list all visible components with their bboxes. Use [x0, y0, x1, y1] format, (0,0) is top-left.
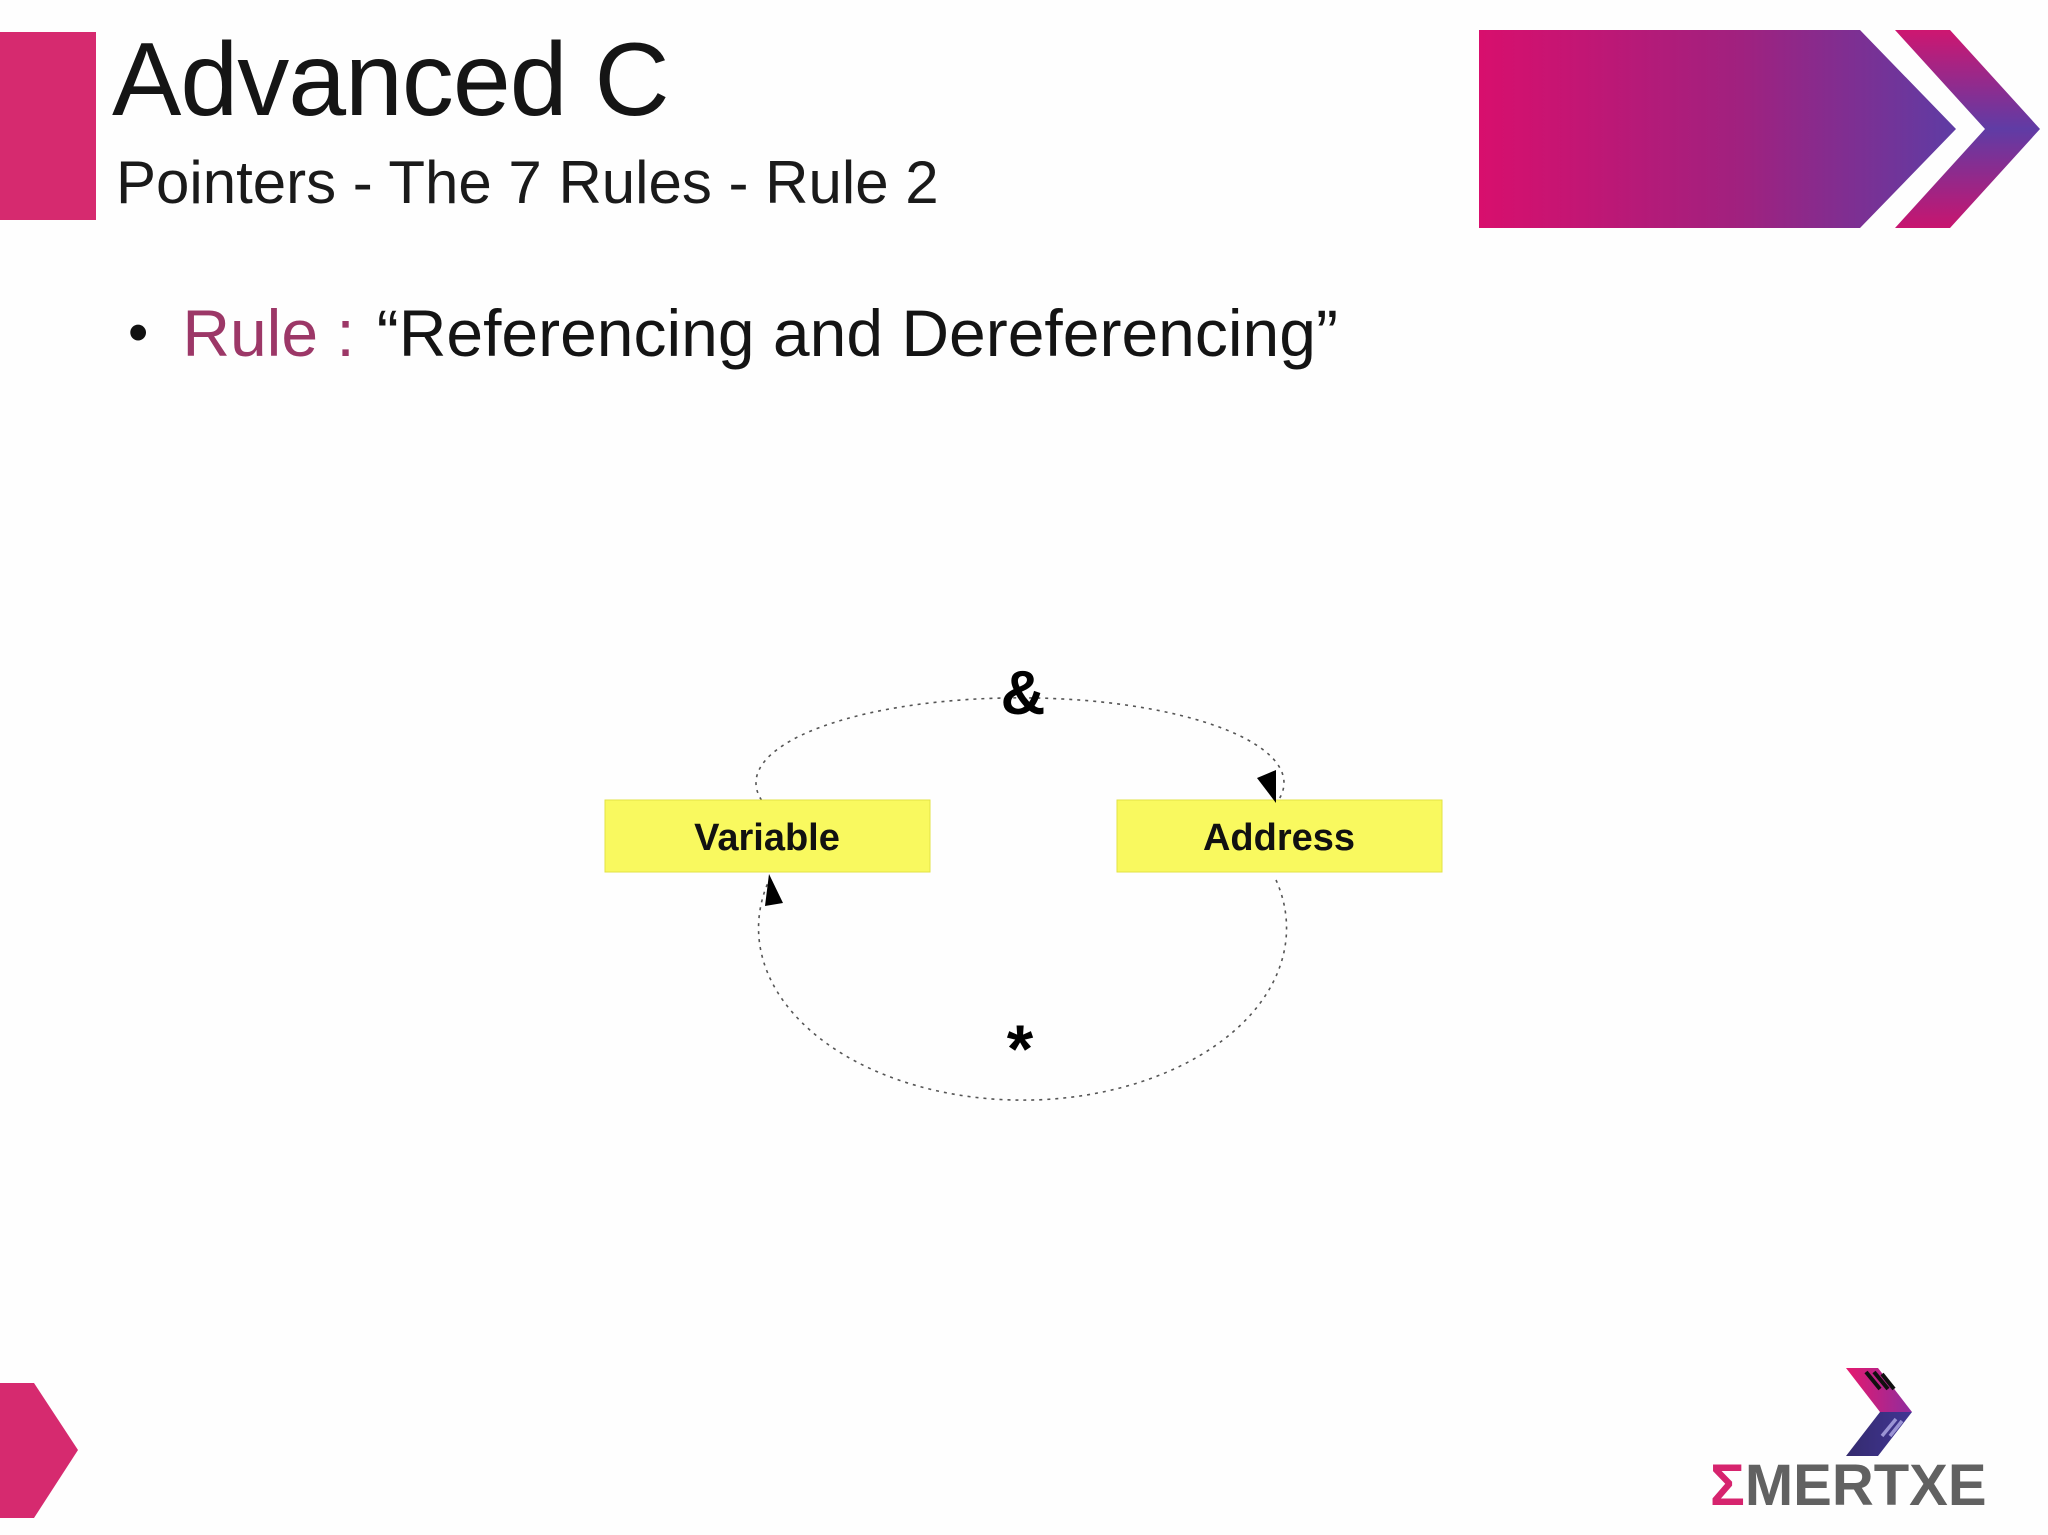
address-box: [1116, 799, 1443, 873]
arrowhead-to-variable: [765, 874, 783, 906]
variable-box-label: Variable: [694, 817, 840, 859]
logo-chevron-icon: [1846, 1368, 1912, 1456]
emertxe-logo: ΣMERTXE: [1710, 1452, 1987, 1519]
logo-name: MERTXE: [1744, 1453, 1987, 1518]
page-subtitle: Pointers - The 7 Rules - Rule 2: [116, 149, 939, 216]
page-title: Advanced C: [112, 22, 670, 138]
arrowhead-to-address: [1257, 770, 1276, 803]
header-banner-arrow: [1479, 30, 1956, 228]
ampersand-operator: &: [1001, 659, 1046, 728]
dereferencing-arc: [757, 877, 1288, 1101]
variable-box: [604, 799, 931, 873]
logo-sigma: Σ: [1710, 1453, 1745, 1518]
header-arrow-graphic: [1479, 30, 2040, 228]
header-chevron-icon: [1895, 30, 2040, 228]
reference-cycle-diagram: Variable Address & *: [604, 659, 1443, 1101]
referencing-arc: [755, 697, 1285, 813]
rule-label: Rule :: [182, 296, 355, 370]
bullet-line: • Rule : “Referencing and Dereferencing”: [128, 294, 1338, 373]
address-box-label: Address: [1203, 817, 1355, 859]
bullet-icon: •: [128, 300, 149, 365]
asterisk-operator: *: [1007, 1011, 1034, 1087]
footer-accent-pentagon: [0, 1383, 78, 1518]
rule-text: “Referencing and Dereferencing”: [376, 296, 1338, 370]
header-accent-bar: [0, 32, 96, 220]
